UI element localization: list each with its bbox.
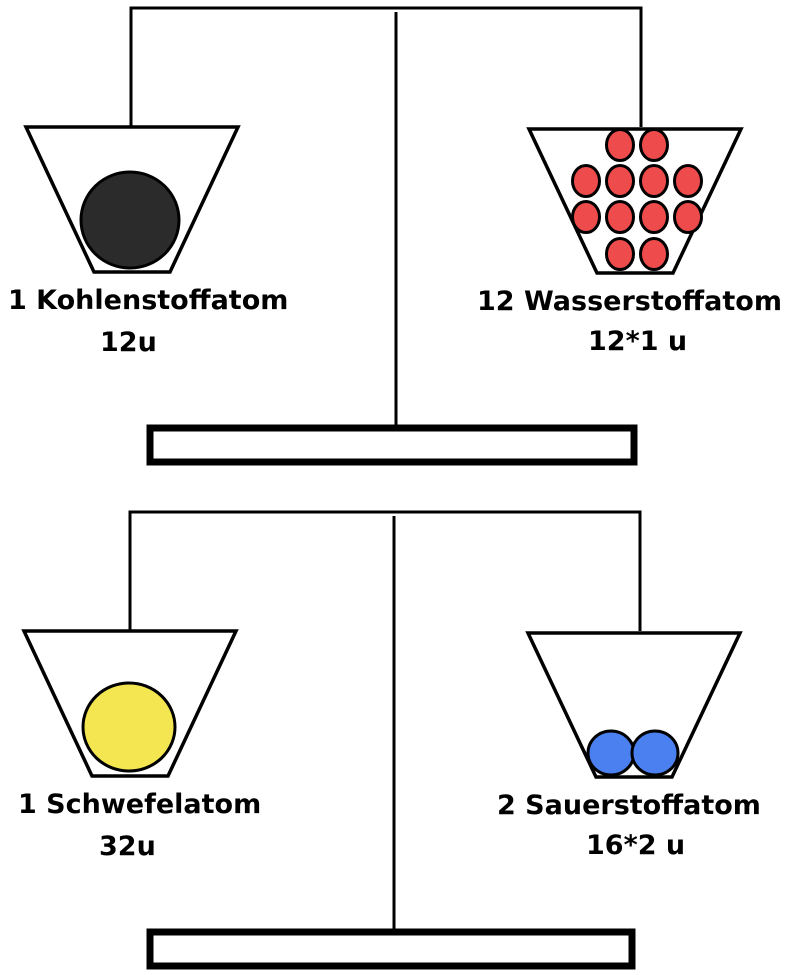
- hydrogen-atom: [673, 164, 703, 198]
- scale-1-left-mass: 12u: [100, 327, 157, 358]
- hydrogen-atom: [605, 164, 635, 198]
- scale-1-left-atoms: [79, 170, 181, 270]
- sulfur-atom: [81, 681, 177, 773]
- oxygen-atom: [630, 729, 680, 777]
- scale-2-right-pan: [525, 631, 743, 779]
- oxygen-atom: [586, 729, 636, 777]
- hydrogen-atom: [639, 200, 669, 234]
- scale-1-beam: [129, 6, 643, 127]
- scale-2-left-name: 1 Schwefelatom: [18, 789, 261, 820]
- scale-1-base: [146, 424, 638, 466]
- hydrogen-atom: [673, 200, 703, 234]
- scale-2-beam: [128, 510, 642, 631]
- hydrogen-atom: [639, 128, 669, 162]
- scale-2-left-atoms: [81, 681, 177, 773]
- hydrogen-atom: [571, 164, 601, 198]
- scale-1-right-atoms: [571, 128, 703, 271]
- hydrogen-atom: [605, 128, 635, 162]
- hydrogen-atom: [639, 164, 669, 198]
- scale-1-right-name: 12 Wasserstoffatom: [477, 286, 782, 317]
- scale-1-right-mass: 12*1 u: [588, 326, 687, 357]
- balance-scale-2: 1 Schwefelatom 32u 2 Sauerstoffatom 16*2…: [18, 510, 761, 970]
- hydrogen-atom: [639, 237, 669, 271]
- hydrogen-atom: [571, 200, 601, 234]
- balance-scale-1: 1 Kohlenstoffatom 12u 12 Wasserstoffatom…: [8, 6, 782, 466]
- scale-2-left-mass: 32u: [99, 831, 156, 862]
- scale-2-right-atoms: [586, 729, 680, 777]
- hydrogen-atom: [605, 200, 635, 234]
- hydrogen-atom: [605, 237, 635, 271]
- scale-1-right-pan: [526, 127, 744, 275]
- scale-2-right-name: 2 Sauerstoffatom: [497, 790, 761, 821]
- carbon-atom: [79, 170, 181, 270]
- scale-1-left-name: 1 Kohlenstoffatom: [8, 285, 288, 316]
- scale-2-right-mass: 16*2 u: [586, 830, 685, 861]
- scale-2-base: [146, 928, 636, 970]
